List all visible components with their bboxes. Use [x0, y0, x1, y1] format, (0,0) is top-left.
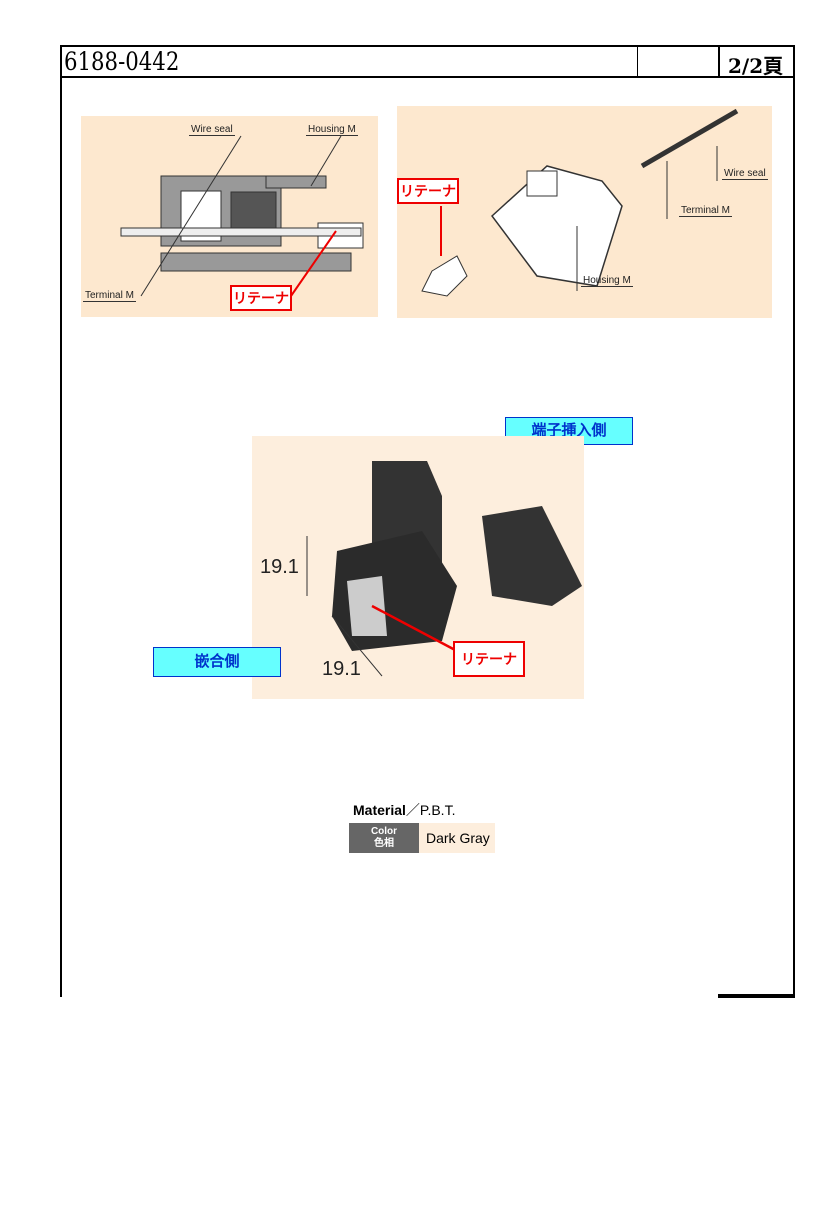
- color-label-jp: 色相: [374, 838, 394, 849]
- frame-corner-bar: [718, 994, 795, 998]
- connector-drawing: [306, 461, 582, 677]
- retainer-label: リテーナ: [230, 285, 292, 311]
- header-divider: [718, 45, 720, 77]
- exploded-drawing: [421, 108, 739, 297]
- color-value: Dark Gray: [419, 823, 495, 853]
- housing-label: Housing M: [581, 275, 633, 287]
- housing-label: Housing M: [306, 124, 358, 136]
- page-number: 2/2頁: [728, 54, 784, 78]
- exploded-view-figure: Wire seal Terminal M Housing M リテーナ: [397, 106, 772, 318]
- height-dimension: 19.1: [260, 556, 299, 578]
- frame-border: [60, 45, 795, 47]
- color-label-cell: Color 色相: [349, 823, 419, 853]
- wire-seal-label: Wire seal: [722, 168, 768, 180]
- cross-section-drawing: [120, 135, 364, 297]
- frame-border: [60, 45, 62, 997]
- wire-seal-label: Wire seal: [189, 124, 235, 136]
- retainer-label: リテーナ: [453, 641, 525, 677]
- frame-border: [793, 45, 795, 997]
- terminal-label: Terminal M: [679, 205, 732, 217]
- color-label-en: Color: [370, 826, 398, 837]
- material-label: Material: [353, 802, 406, 818]
- header-divider: [60, 76, 795, 78]
- cross-section-figure: Wire seal Housing M Terminal M リテーナ: [81, 116, 378, 317]
- mating-side-label: 嵌合側: [153, 647, 281, 677]
- material-value: ／P.B.T.: [405, 802, 456, 818]
- terminal-label: Terminal M: [83, 290, 136, 302]
- document-number: 6188-0442: [64, 47, 180, 76]
- header-divider: [637, 45, 638, 77]
- connector-photo: 19.1 19.1 リテーナ: [252, 436, 584, 699]
- retainer-label: リテーナ: [397, 178, 459, 204]
- material-line: Material／P.B.T.: [353, 800, 455, 820]
- width-dimension: 19.1: [322, 658, 361, 680]
